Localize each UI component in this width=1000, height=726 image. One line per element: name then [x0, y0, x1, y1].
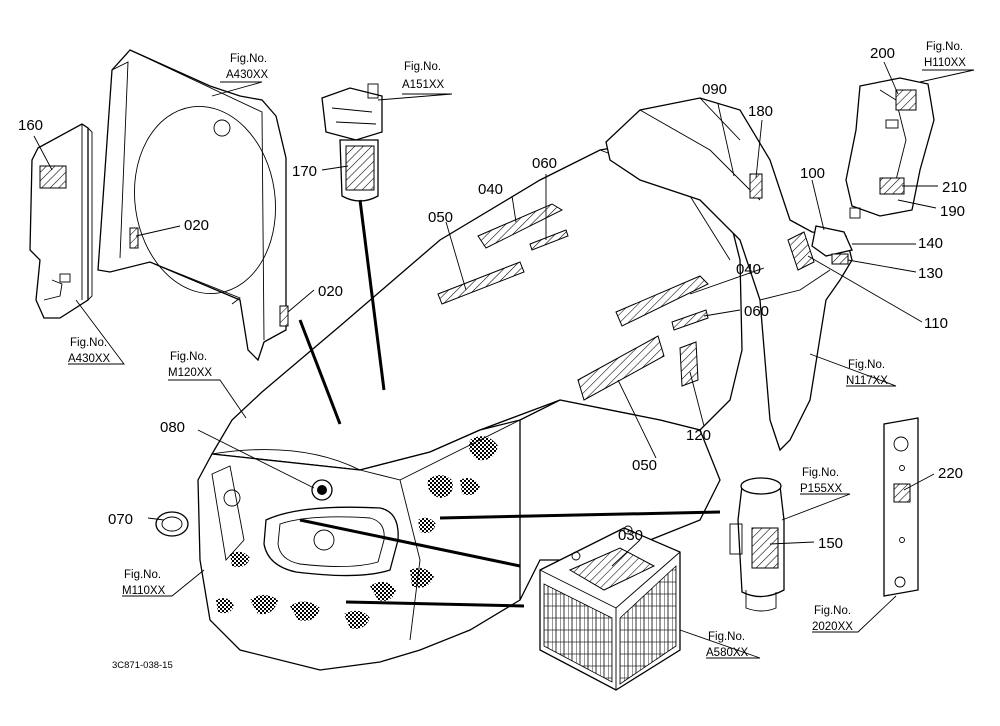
decal-100-box	[811, 225, 853, 257]
sensor-unit	[729, 477, 785, 612]
callout-030: 030	[618, 527, 643, 544]
fig-prefix: Fig.No.	[70, 337, 107, 349]
cap-070	[155, 511, 189, 537]
fig-prefix: Fig.No.	[230, 53, 267, 65]
assembly-arrows	[298, 199, 721, 608]
callout-070: 070	[108, 511, 133, 528]
fig-prefix: Fig.No.	[848, 359, 885, 371]
fig-prefix: Fig.No.	[926, 41, 963, 53]
decal-210	[879, 177, 905, 195]
callout-040-upper: 040	[478, 181, 503, 198]
callout-220: 220	[938, 465, 963, 482]
decal-220	[893, 483, 911, 503]
callout-020-upper: 020	[184, 217, 209, 234]
fig-ref-m110: M110XX	[122, 585, 166, 597]
fig-ref-a430-left: A430XX	[68, 353, 111, 365]
callout-040-lower: 040	[736, 261, 761, 278]
left-side-panel	[29, 123, 93, 319]
fig-ref-h110: H110XX	[924, 57, 966, 69]
fig-ref-a151: A151XX	[402, 79, 445, 91]
fig-prefix: Fig.No.	[124, 569, 161, 581]
decal-120	[679, 341, 699, 387]
drawing-code: 3C871-038-15	[112, 660, 173, 671]
fig-prefix: Fig.No.	[814, 605, 851, 617]
leader-lines	[33, 61, 975, 659]
callout-110: 110	[924, 315, 948, 332]
callout-140: 140	[918, 235, 943, 252]
fig-ref-n117: N117XX	[846, 375, 888, 387]
decal-200	[895, 89, 917, 111]
rear-panel	[605, 97, 853, 452]
figure-references: Fig.No. A430XX Fig.No. A151XX Fig.No. A4…	[68, 41, 966, 659]
callout-210: 210	[942, 179, 967, 196]
fig-prefix: Fig.No.	[802, 467, 839, 479]
fig-prefix: Fig.No.	[170, 351, 207, 363]
callout-090: 090	[702, 81, 727, 98]
decal-050-lower	[577, 335, 665, 401]
fig-ref-m120: M120XX	[168, 367, 212, 379]
decal-030	[568, 547, 656, 591]
callout-050-upper: 050	[428, 209, 453, 226]
callout-150: 150	[818, 535, 843, 552]
callout-050-lower: 050	[632, 457, 657, 474]
fig-ref-2020: 2020XX	[812, 621, 853, 633]
fuel-filter	[321, 83, 383, 202]
decal-050-upper	[437, 261, 525, 305]
decal-160	[39, 165, 67, 189]
callout-020-lower: 020	[318, 283, 343, 300]
fig-ref-a430-top: A430XX	[226, 69, 269, 81]
decal-040-lower	[615, 275, 709, 327]
decal-130	[831, 253, 849, 265]
side-bracket	[845, 77, 935, 219]
callout-180: 180	[748, 103, 773, 120]
decal-060-lower	[671, 309, 709, 331]
radiator-frame	[97, 49, 289, 362]
decal-040-upper	[477, 203, 564, 249]
fig-ref-p155: P155XX	[800, 483, 843, 495]
callout-060-lower: 060	[744, 303, 769, 320]
callout-080: 080	[160, 419, 185, 436]
decal-110	[787, 231, 815, 271]
callout-120: 120	[686, 427, 711, 444]
callout-200: 200	[870, 45, 895, 62]
hood-body	[197, 139, 743, 671]
callout-060-upper: 060	[532, 155, 557, 172]
callout-130: 130	[918, 265, 943, 282]
battery	[539, 525, 681, 691]
fig-prefix: Fig.No.	[404, 61, 441, 73]
callout-100: 100	[800, 165, 825, 182]
callout-190: 190	[940, 203, 965, 220]
callout-labels: 160 020 020 170 040 060 050 090 180 100 …	[18, 45, 967, 552]
callout-160: 160	[18, 117, 43, 134]
fig-ref-a580: A580XX	[706, 647, 749, 659]
fig-prefix: Fig.No.	[708, 631, 745, 643]
bracket-plate	[883, 417, 919, 597]
decal-060-upper	[529, 229, 569, 251]
callout-170: 170	[292, 163, 317, 180]
